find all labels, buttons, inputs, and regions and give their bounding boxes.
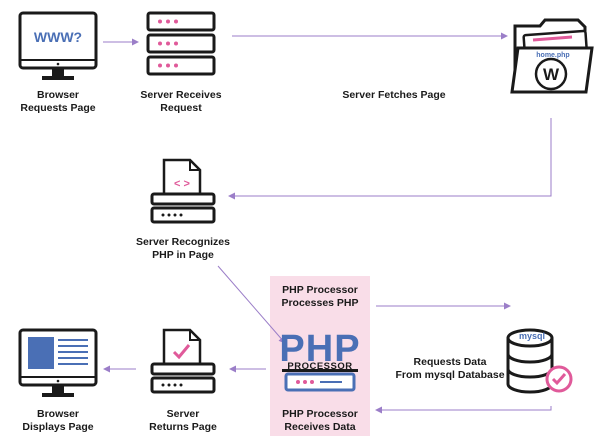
label-line: Displays Page: [22, 420, 94, 433]
database-label: mysql: [519, 331, 545, 341]
wordpress-logo-letter: W: [543, 65, 560, 84]
server-fetches-label: Server Fetches Page: [342, 89, 445, 102]
label-line: Browser: [36, 408, 80, 420]
server-led-dots: [161, 383, 183, 387]
server-icon: [150, 362, 216, 394]
flow-arrows: [103, 32, 552, 414]
server-led-dots: [161, 213, 183, 217]
php-processor-underline: [282, 369, 358, 372]
php-processes-label: PHP Processor Processes PHP: [281, 284, 358, 309]
label-line: Processes PHP: [281, 296, 359, 309]
label-line: Server Recognizes: [136, 236, 230, 248]
server-receives-label: Server Receives Request: [140, 89, 221, 114]
label-line: Receives Data: [284, 420, 356, 433]
label-line: Server Receives: [140, 89, 222, 101]
browser-displays-label: Browser Displays Page: [22, 408, 93, 433]
php-logo-text: PHP: [279, 328, 361, 370]
php-receives-label: PHP Processor Receives Data: [282, 408, 358, 433]
php-logo-subtext: PROCESSOR: [287, 361, 353, 372]
arrow-folder-to-recognize: [228, 118, 552, 200]
requests-data-label: Requests Data From mysql Database: [395, 356, 504, 381]
label-line: Requests Page: [20, 101, 96, 114]
code-brackets-glyph: < >: [174, 178, 190, 190]
server-returns-label: Server Returns Page: [149, 408, 217, 433]
label-line: Server: [166, 408, 200, 420]
monitor-icon: WWW?: [18, 11, 98, 80]
folder-icon: home.php: [510, 18, 594, 94]
server-icon: [150, 192, 216, 224]
monitor-screen-text: WWW?: [34, 29, 82, 45]
label-line: Browser: [36, 89, 79, 101]
server-icon: [146, 11, 216, 76]
arrow-recognize-to-php: [217, 265, 286, 344]
label-line: PHP in Page: [152, 248, 214, 261]
folder-file-label: home.php: [536, 52, 569, 59]
label-line: PHP Processor: [282, 284, 358, 296]
check-badge-icon: [545, 365, 573, 393]
browser-requests-label: Browser Requests Page: [20, 89, 95, 114]
label-line: Server Fetches Page: [342, 89, 446, 101]
php-processor-server-icon: [284, 372, 356, 392]
server-led-dots: [158, 19, 178, 68]
arrow-mysql-to-php: [375, 406, 552, 414]
server-recognizes-label: Server Recognizes PHP in Page: [136, 236, 230, 261]
label-line: PHP Processor: [282, 408, 358, 420]
wordpress-icon: W: [534, 57, 568, 91]
php-processor-panel: [270, 276, 370, 436]
label-line: Returns Page: [149, 420, 217, 433]
label-line: From mysql Database: [395, 368, 505, 381]
monitor-icon: [18, 328, 98, 397]
label-line: Requests Data: [413, 356, 487, 368]
label-line: Request: [160, 101, 202, 114]
database-icon: [506, 328, 554, 394]
